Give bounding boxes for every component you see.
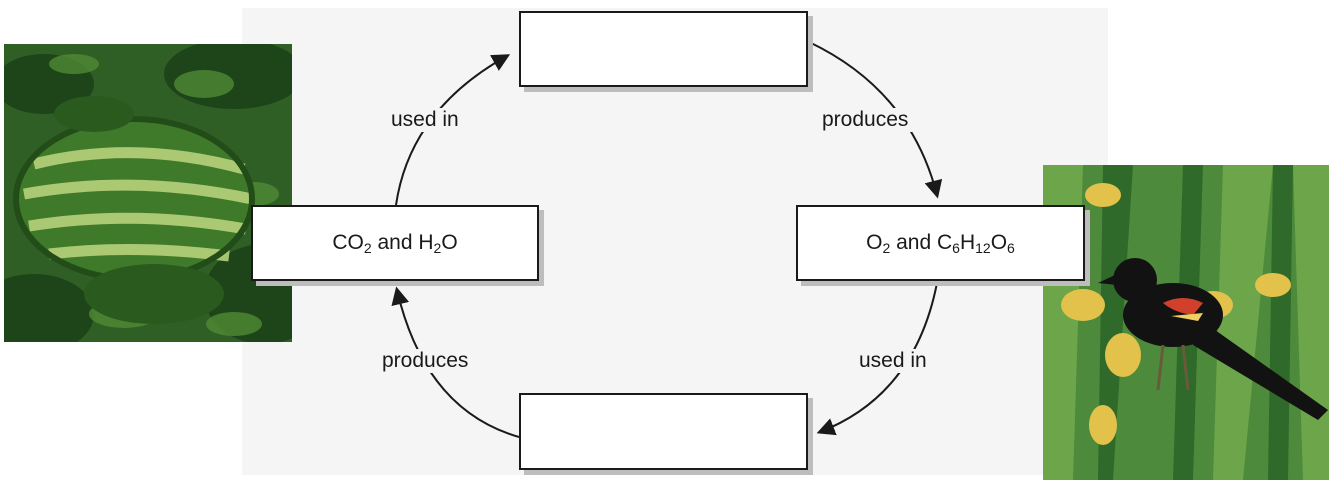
box-left-text: CO2 and H2O: [332, 230, 458, 256]
arrow-top-to-right: [808, 41, 943, 199]
watermelon-photo: [4, 44, 292, 342]
blackbird-photo: [1043, 165, 1329, 480]
arrow-right-to-bottom: [816, 282, 938, 436]
box-right-text: O2 and C6H12O6: [866, 230, 1015, 256]
box-top-blank[interactable]: [519, 11, 808, 87]
box-co2-h2o: CO2 and H2O: [251, 205, 539, 281]
arrow-bottom-to-left: [391, 286, 520, 438]
box-bottom-blank[interactable]: [519, 393, 808, 470]
label-produces-top: produces: [818, 108, 913, 132]
label-used-in-bottom: used in: [855, 349, 931, 373]
label-produces-bottom: produces: [378, 349, 473, 373]
label-used-in-top: used in: [387, 108, 463, 132]
box-o2-glucose: O2 and C6H12O6: [796, 205, 1085, 281]
